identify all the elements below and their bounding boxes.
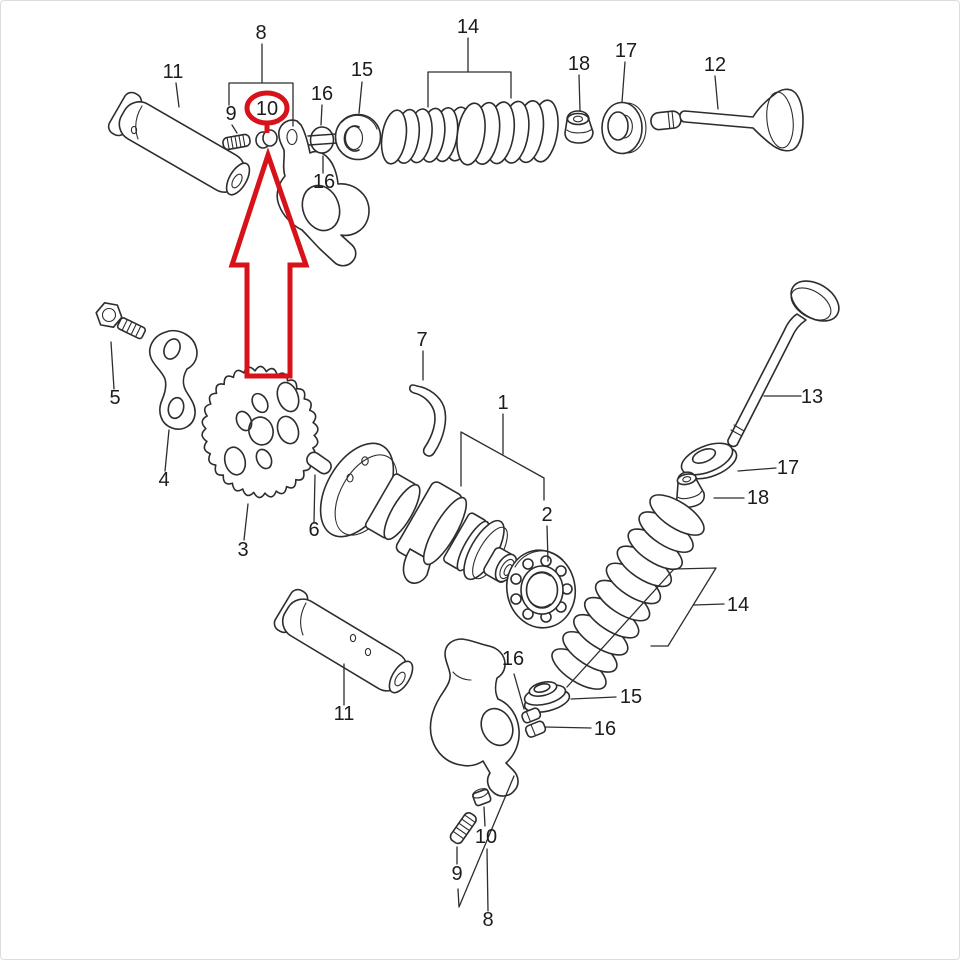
part-label-11: 11: [334, 703, 355, 725]
part-label-16: 16: [502, 648, 524, 670]
part-label-6: 6: [308, 519, 319, 541]
part-label-18: 18: [568, 53, 590, 75]
part-label-16: 16: [594, 718, 616, 740]
part-label-4: 4: [158, 469, 169, 491]
part-label-8: 8: [255, 22, 266, 44]
part-label-12: 12: [704, 54, 726, 76]
valve-intake: [650, 88, 804, 152]
adjusting-screw-top: [222, 133, 251, 151]
part-label-7: 7: [416, 329, 427, 351]
part-label-15: 15: [351, 59, 373, 81]
part-label-14: 14: [457, 16, 479, 38]
valve-stem-seal-cap-top: [334, 113, 382, 161]
adjusting-screw-bottom: [449, 812, 477, 845]
part-label-10: 10: [256, 98, 278, 120]
part-label-9: 9: [451, 863, 462, 885]
spring-seat-washer-top: [601, 101, 647, 155]
rocker-shaft-top: [107, 91, 251, 196]
part-label-11: 11: [163, 61, 184, 83]
part-label-3: 3: [237, 539, 248, 561]
part-label-2: 2: [541, 504, 552, 526]
rocker-arm-top: [276, 119, 370, 267]
valve-stem-seal-top: [564, 110, 594, 144]
part-label-1: 1: [497, 392, 508, 414]
valve-stem-seal-right: [675, 471, 706, 509]
callout-leader-lines: [110, 37, 802, 912]
part-label-16: 16: [313, 171, 335, 193]
camshaft: [319, 442, 518, 584]
rocker-shaft-bottom: [273, 588, 414, 694]
part-label-8: 8: [482, 909, 493, 931]
valve-keeper-disc-top: [307, 126, 338, 154]
highlight-up-arrow-icon: [228, 147, 310, 379]
lock-nut-top: [255, 129, 278, 149]
cam-sprocket: [201, 365, 319, 499]
part-label-17: 17: [777, 457, 799, 479]
part-label-14: 14: [727, 594, 749, 616]
spring-seat-washer-right: [680, 442, 738, 480]
chain-guide-piece: [408, 384, 447, 457]
part-label-10: 10: [475, 826, 497, 848]
valve-exhaust: [727, 280, 840, 448]
valve-cotters-right: [521, 707, 547, 738]
lock-nut-bottom: [472, 788, 492, 807]
part-label-5: 5: [109, 387, 120, 409]
part-label-16: 16: [311, 83, 333, 105]
camshaft-bearing: [505, 549, 577, 629]
part-label-18: 18: [747, 487, 769, 509]
valve-spring-top-right: [456, 99, 559, 166]
cam-chain-guide-plate: [148, 329, 198, 430]
dowel-pin: [306, 451, 332, 475]
bolt: [95, 302, 147, 340]
part-label-9: 9: [225, 103, 236, 125]
rocker-arm-bottom: [429, 638, 520, 797]
highlight-annotation: [228, 90, 310, 379]
part-label-17: 17: [615, 40, 637, 62]
part-label-15: 15: [620, 686, 642, 708]
part-label-13: 13: [801, 386, 823, 408]
spring-retainer-right: [523, 681, 571, 713]
